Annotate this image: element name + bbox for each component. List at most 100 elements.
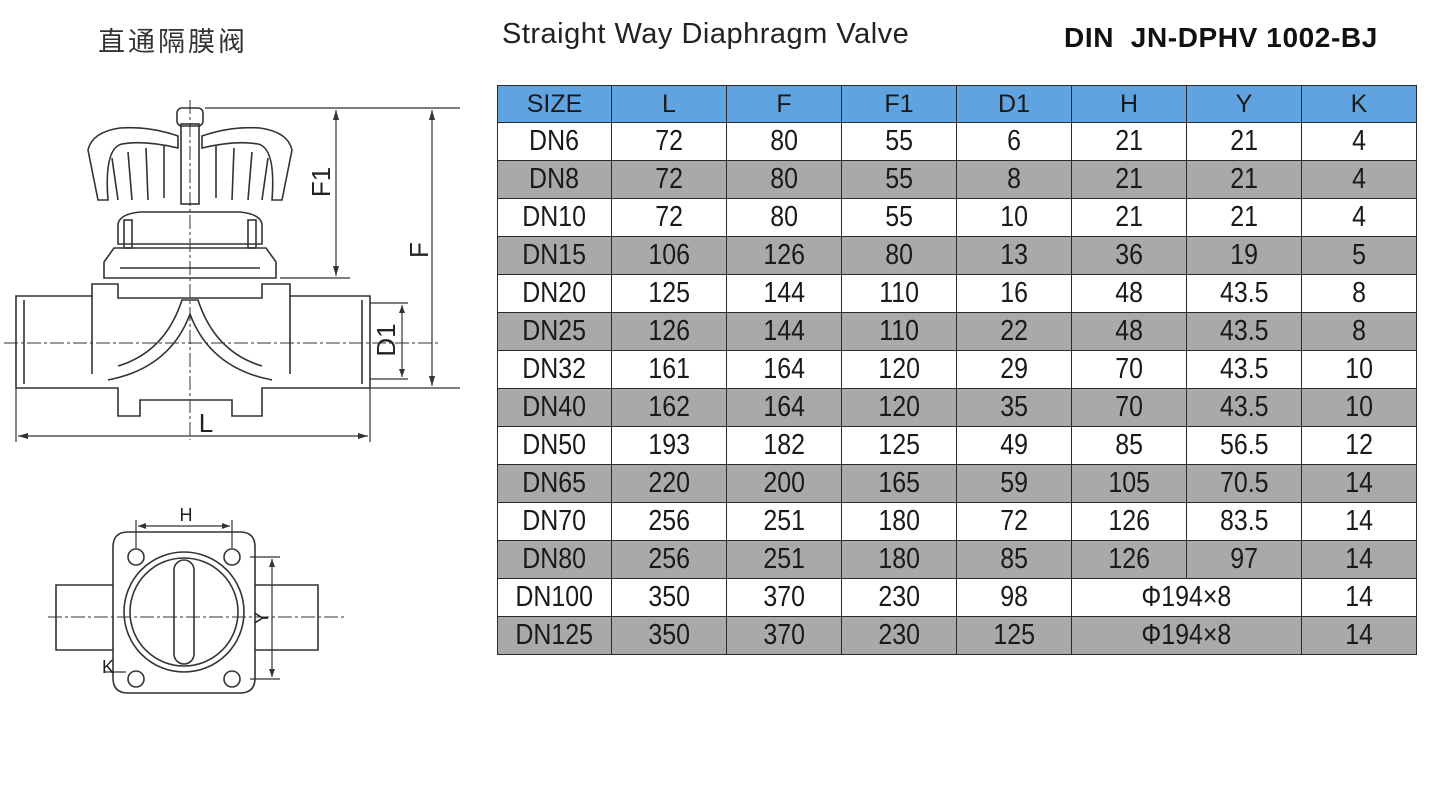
table-cell: 49 [956,426,1072,465]
table-cell: 125 [611,274,727,313]
cell-value: 180 [878,543,920,575]
cell-value: 98 [1000,581,1028,613]
table-cell: 29 [956,350,1072,389]
valve-top-view-drawing: H Y K [48,505,346,694]
table-cell: 230 [841,616,957,655]
cell-value: 8 [1352,315,1366,347]
cell-value: 10 [1000,201,1028,233]
column-header-label: H [1119,89,1139,118]
table-cell: 43.5 [1186,388,1302,427]
table-cell: 125 [841,426,957,465]
dimension-label-l: L [199,408,213,438]
column-header-y: Y [1186,85,1302,123]
table-cell: 48 [1071,312,1187,351]
table-cell: 14 [1301,540,1417,579]
table-cell: 200 [726,464,842,503]
table-cell: 8 [1301,312,1417,351]
cell-value: DN15 [522,239,587,271]
table-cell: 70.5 [1186,464,1302,503]
cell-value: 8 [1352,277,1366,309]
table-cell: 126 [1071,502,1187,541]
cell-value: 97 [1230,543,1258,575]
table-cell: 98 [956,578,1072,617]
table-cell: 80 [841,236,957,275]
table-cell: 4 [1301,122,1417,161]
cell-value: 80 [770,201,798,233]
table-cell: 105 [1071,464,1187,503]
table-cell: 21 [1071,122,1187,161]
cell-value: DN70 [522,505,587,537]
cell-value: DN40 [522,391,587,423]
cell-value: 110 [879,315,919,347]
title-chinese: 直通隔膜阀 [98,27,248,58]
cell-value: 80 [885,239,913,271]
cell-value: 43.5 [1219,315,1269,347]
table-cell: 8 [1301,274,1417,313]
table-cell: 125 [956,616,1072,655]
table-cell: DN15 [497,236,612,275]
table-cell: 110 [841,274,957,313]
cell-value: 14 [1345,467,1373,499]
table-cell: 126 [611,312,727,351]
table-cell: 10 [1301,350,1417,389]
cell-value: 126 [648,315,690,347]
table-cell: 220 [611,464,727,503]
table-cell: 193 [611,426,727,465]
table-cell: 21 [1186,160,1302,199]
column-header-label: D1 [998,89,1030,118]
cell-value: 19 [1230,239,1258,271]
table-cell: 59 [956,464,1072,503]
dimension-label-h: H [180,505,193,525]
table-cell: 120 [841,388,957,427]
table-cell: DN8 [497,160,612,199]
cell-value: DN8 [529,163,580,195]
cell-value: 162 [648,391,690,423]
table-cell: 10 [1301,388,1417,427]
column-header-f1: F1 [841,85,957,123]
table-cell: 14 [1301,616,1417,655]
table-cell: Φ194×8 [1071,578,1302,617]
cell-value: 43.5 [1219,353,1269,385]
dimension-label-d1: D1 [371,323,401,356]
cell-value: DN20 [522,277,587,309]
cell-value: 55 [885,201,913,233]
table-cell: 350 [611,616,727,655]
cell-value: 4 [1352,163,1366,195]
column-header-label: K [1350,89,1368,118]
table-cell: 14 [1301,502,1417,541]
table-cell: 161 [611,350,727,389]
cell-value: 80 [770,163,798,195]
table-cell: 55 [841,160,957,199]
table-cell: 110 [841,312,957,351]
cell-value: 4 [1352,201,1366,233]
cell-value: 200 [763,467,805,499]
table-cell: 180 [841,502,957,541]
cell-value: 21 [1230,201,1258,233]
cell-value: DN32 [522,353,587,385]
table-cell: 72 [611,122,727,161]
cell-value: 125 [878,429,920,461]
table-cell: 14 [1301,578,1417,617]
table-cell: 16 [956,274,1072,313]
table-cell: 4 [1301,160,1417,199]
table-cell: 83.5 [1186,502,1302,541]
cell-value: 251 [763,543,805,575]
table-cell: 162 [611,388,727,427]
cell-value: 165 [878,467,920,499]
cell-value: 80 [770,125,798,157]
table-cell: 80 [726,198,842,237]
table-cell: 80 [726,160,842,199]
cell-value: Φ194×8 [1141,581,1232,613]
table-cell: DN25 [497,312,612,351]
cell-value: DN25 [522,315,587,347]
cell-value: 16 [1000,277,1028,309]
cell-value: 230 [878,581,920,613]
